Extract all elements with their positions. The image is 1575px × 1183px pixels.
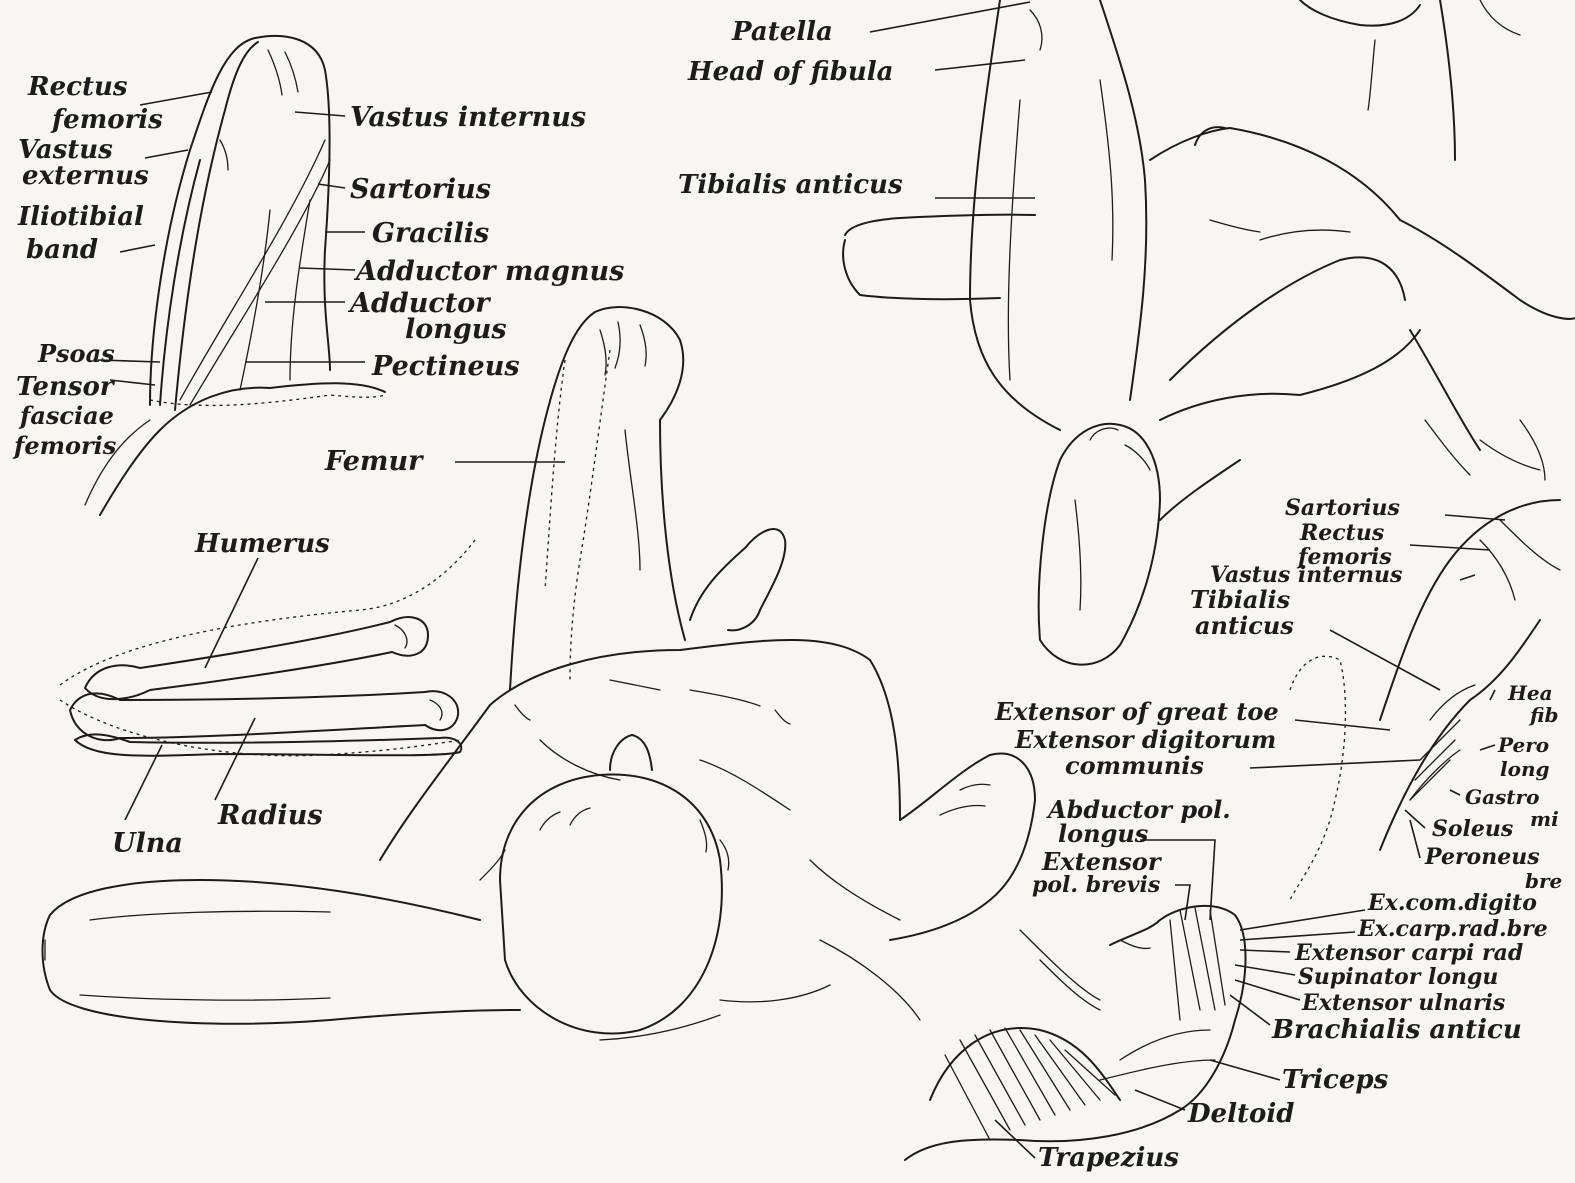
label-r-gastro: Gastro: [1465, 785, 1539, 809]
arm-leader-lines: [125, 558, 258, 820]
label-ext-ulnaris: Extensor ulnaris: [1301, 990, 1505, 1016]
label-ext-dig-a: Extensor digitorum: [1014, 725, 1276, 754]
label-sartorius: Sartorius: [350, 174, 491, 205]
label-r-hea: Hea: [1507, 681, 1553, 705]
label-iliotibial-a: Iliotibial: [17, 202, 144, 232]
label-ext-great-toe: Extensor of great toe: [994, 697, 1279, 726]
label-brachialis: Brachialis anticu: [1271, 1015, 1522, 1045]
label-femur: Femur: [324, 446, 424, 477]
label-abd-pol-b: longus: [1058, 819, 1149, 848]
label-ext-dig-b: communis: [1065, 751, 1204, 780]
label-ext-carpi-rad: Extensor carpi rad: [1294, 940, 1523, 966]
label-humerus: Humerus: [194, 529, 330, 559]
label-supinator: Supinator longu: [1298, 964, 1498, 990]
label-tensor-b: fasciae: [18, 401, 114, 430]
label-vastus-externus-b: externus: [22, 161, 149, 191]
label-patella: Patella: [731, 17, 833, 47]
label-rectus-femoris-b: femoris: [50, 105, 163, 135]
label-r-rectus-a: Rectus: [1299, 520, 1384, 546]
label-ex-carp-rad: Ex.carp.rad.bre: [1357, 916, 1548, 942]
label-r-fib: fib: [1528, 703, 1559, 727]
upper-right-leaders: [870, 2, 1035, 198]
label-iliotibial-b: band: [26, 235, 98, 265]
label-deltoid: Deltoid: [1187, 1099, 1294, 1129]
label-tensor-a: Tensor: [16, 372, 116, 402]
label-r-tibialis-a: Tibialis: [1190, 585, 1291, 614]
label-adductor-magnus: Adductor magnus: [353, 256, 624, 287]
label-tensor-c: femoris: [12, 431, 117, 460]
label-triceps: Triceps: [1282, 1065, 1389, 1095]
reclining-figure: [43, 307, 1036, 1040]
label-ex-com-digit: Ex.com.digito: [1367, 890, 1537, 916]
label-head-of-fibula: Head of fibula: [687, 57, 893, 87]
label-r-pero: Pero: [1497, 733, 1549, 757]
label-trapezius: Trapezius: [1038, 1143, 1179, 1173]
label-vastus-internus: Vastus internus: [350, 102, 586, 133]
label-soleus: Soleus: [1432, 816, 1513, 842]
label-r-tibialis-b: anticus: [1195, 611, 1294, 640]
label-gracilis: Gracilis: [372, 218, 489, 249]
label-r-long: long: [1500, 757, 1549, 781]
label-rectus-femoris-a: Rectus: [27, 72, 128, 102]
arm-bones-figure: [60, 540, 475, 756]
label-ext-pol-b: pol. brevis: [1032, 872, 1160, 898]
label-adductor-longus-b: longus: [405, 314, 507, 345]
label-pectineus: Pectineus: [371, 351, 520, 382]
label-peroneus-b: bre: [1525, 869, 1562, 893]
label-tibialis-anticus-top: Tibialis anticus: [678, 170, 903, 200]
label-ulna: Ulna: [112, 828, 183, 859]
label-r-sartorius: Sartorius: [1285, 495, 1400, 521]
label-psoas: Psoas: [37, 339, 115, 368]
label-r-mi: mi: [1530, 807, 1559, 831]
label-radius: Radius: [217, 800, 323, 831]
label-peroneus-a: Peroneus: [1424, 844, 1540, 870]
